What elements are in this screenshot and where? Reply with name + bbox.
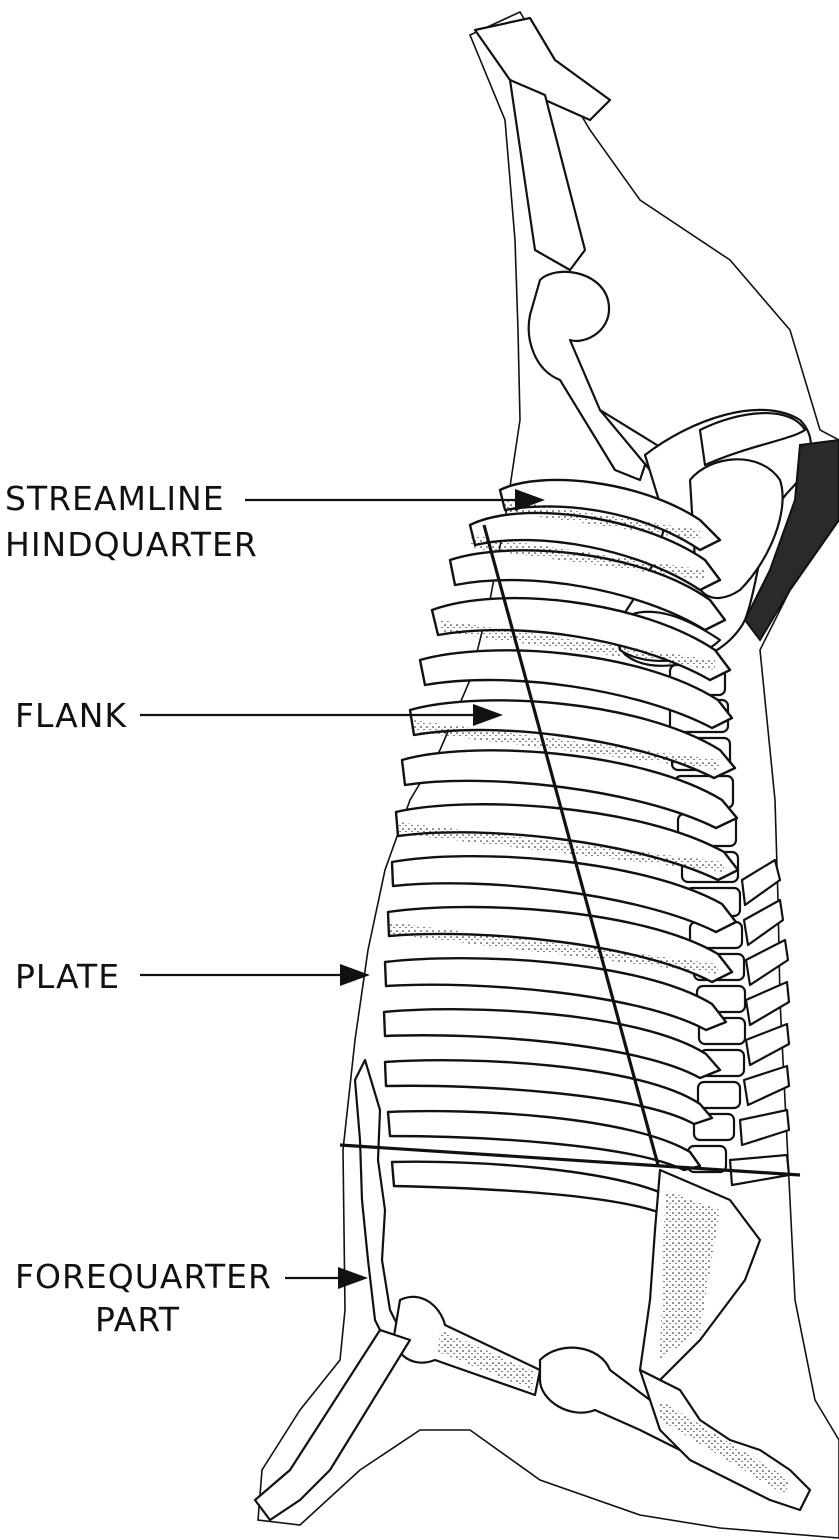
hind-leg-bones <box>475 18 665 480</box>
label-forequarter-line2: PART <box>95 1300 180 1339</box>
label-plate: PLATE <box>15 957 120 996</box>
label-forequarter-line1: FOREQUARTER <box>15 1257 272 1296</box>
scapula-bone <box>640 1170 760 1380</box>
label-flank: FLANK <box>15 696 127 735</box>
label-streamline-line2: HINDQUARTER <box>5 525 258 564</box>
arrowhead-forequarter <box>338 1267 368 1289</box>
label-streamline-line1: STREAMLINE <box>5 479 225 518</box>
ribs <box>384 480 738 1216</box>
fore-leg-bones <box>255 1297 700 1520</box>
